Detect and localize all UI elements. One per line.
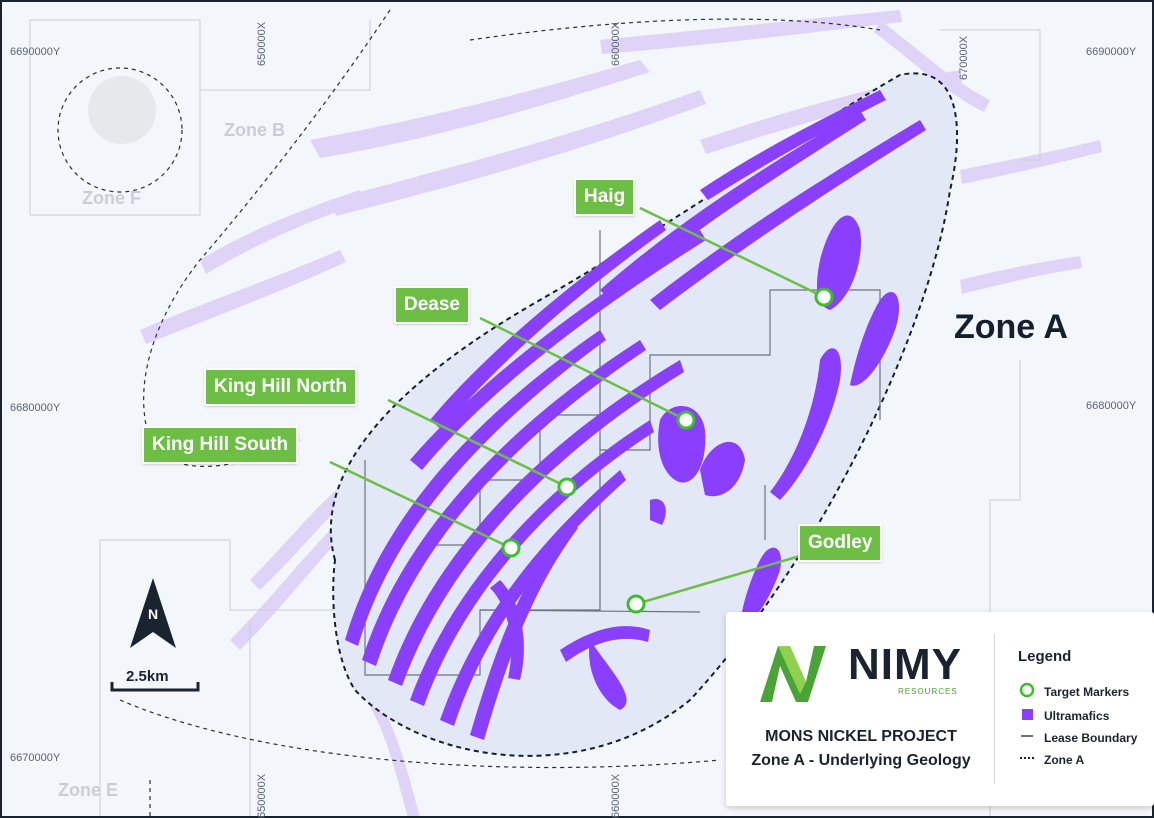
project-title-line2: Zone A - Underlying Geology bbox=[751, 752, 971, 769]
grid-label-x-670-top: 670000X bbox=[958, 35, 970, 80]
target-label-haig: Haig bbox=[574, 178, 636, 216]
project-title-line1: MONS NICKEL PROJECT bbox=[765, 728, 957, 745]
zone-a-dashed-line-icon bbox=[1018, 750, 1036, 769]
ultramafics bbox=[345, 90, 926, 740]
legend-item-target-markers: Target Markers bbox=[1018, 682, 1129, 701]
target-marker-godley bbox=[626, 594, 646, 614]
background-geology bbox=[140, 10, 1102, 818]
legend-title: Legend bbox=[1018, 648, 1072, 665]
scale-bar-icon bbox=[110, 682, 200, 692]
north-arrow-label: N bbox=[148, 606, 159, 622]
legend-label-lease-boundary: Lease Boundary bbox=[1044, 730, 1138, 745]
grid-label-y-mid-right: 6680000Y bbox=[1086, 400, 1137, 412]
grid-label-x-660-bottom: 660000X bbox=[610, 773, 622, 818]
north-arrow-icon bbox=[130, 578, 176, 648]
zone-f-boundary bbox=[57, 67, 183, 193]
zone-f-label: Zone F bbox=[82, 188, 141, 208]
target-marker-haig bbox=[814, 287, 834, 307]
target-label-godley: Godley bbox=[798, 524, 883, 562]
zone-b-boundary bbox=[119, 9, 881, 818]
target-leader-lines bbox=[329, 206, 825, 606]
target-marker-king-hill-north bbox=[557, 477, 577, 497]
target-markers bbox=[501, 287, 834, 614]
target-marker-dease bbox=[676, 410, 696, 430]
nimy-logo-icon bbox=[760, 646, 826, 702]
target-marker-king-hill-south bbox=[501, 538, 521, 558]
grid-label-y-top-right: 6690000Y bbox=[1086, 46, 1137, 58]
target-marker-icon bbox=[1018, 682, 1036, 701]
legend-divider bbox=[994, 634, 995, 784]
legend-item-zone-a: Zone A bbox=[1018, 750, 1084, 769]
lease-boundary-line-icon bbox=[1018, 728, 1036, 747]
target-label-king-hill-north: King Hill North bbox=[204, 368, 357, 406]
zone-b-label: Zone B bbox=[224, 120, 285, 140]
legend-item-lease-boundary: Lease Boundary bbox=[1018, 728, 1137, 747]
target-label-king-hill-south: King Hill South bbox=[142, 426, 299, 464]
target-label-dease: Dease bbox=[394, 286, 470, 324]
grid-label-x-660-top: 660000X bbox=[610, 21, 622, 66]
legend-item-ultramafics: Ultramafics bbox=[1018, 706, 1109, 725]
logo-wordmark: NIMY bbox=[848, 640, 962, 689]
ultramafics-swatch-icon bbox=[1018, 706, 1036, 725]
zone-e-label: Zone E bbox=[58, 780, 119, 800]
legend-panel: NIMY RESOURCES MONS NICKEL PROJECT Zone … bbox=[726, 612, 1154, 806]
logo-subtitle: RESOURCES bbox=[898, 687, 958, 696]
grid-label-x-650-bottom: 650000X bbox=[256, 773, 268, 818]
zone-f-fill bbox=[88, 76, 156, 144]
grid-label-y-top-left: 6690000Y bbox=[10, 46, 61, 58]
grid-label-y-mid-left: 6680000Y bbox=[10, 402, 61, 414]
legend-label-zone-a: Zone A bbox=[1044, 752, 1085, 767]
legend-label-target-markers: Target Markers bbox=[1044, 684, 1130, 699]
scale-bar-label: 2.5km bbox=[126, 668, 169, 685]
grid-label-x-650-top: 650000X bbox=[256, 21, 268, 66]
legend-label-ultramafics: Ultramafics bbox=[1044, 708, 1110, 723]
grid-label-y-bottom-left: 6670000Y bbox=[10, 752, 61, 764]
zone-a-label: Zone A bbox=[954, 308, 1068, 346]
